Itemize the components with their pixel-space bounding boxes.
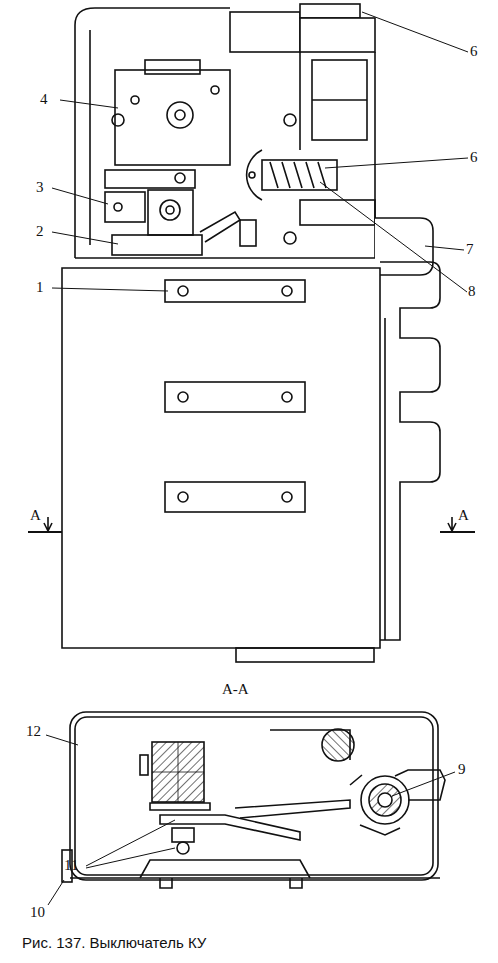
figure-caption: Рис. 137. Выключатель КУ: [22, 934, 206, 951]
callout-number: 3: [36, 180, 44, 195]
callout-number: 7: [466, 242, 474, 257]
strip: [165, 280, 305, 302]
cover-plate: [62, 268, 380, 648]
coil: [152, 742, 204, 802]
callout-number: 12: [26, 724, 41, 739]
base: [140, 860, 310, 878]
callout-number: 9: [458, 762, 466, 777]
shaft: [361, 776, 409, 824]
spring-arc: [247, 150, 262, 200]
contact-terminal: [148, 190, 193, 235]
callout-number: 6: [470, 44, 478, 59]
callout-number: 1: [36, 280, 44, 295]
housing: [75, 8, 230, 258]
callout-number: 10: [30, 905, 45, 920]
section-mark: A: [30, 508, 41, 523]
switch-key: [375, 218, 433, 275]
callout-number: 11: [64, 858, 78, 873]
callout-number: 2: [36, 224, 44, 239]
section-mark: A: [458, 508, 469, 523]
housing-section: [70, 712, 438, 880]
section-mark: A-A: [222, 682, 249, 697]
bracket: [115, 70, 230, 165]
callout-number: 6: [470, 150, 478, 165]
callout-number: 4: [40, 92, 48, 107]
callout-number: 8: [468, 284, 476, 299]
